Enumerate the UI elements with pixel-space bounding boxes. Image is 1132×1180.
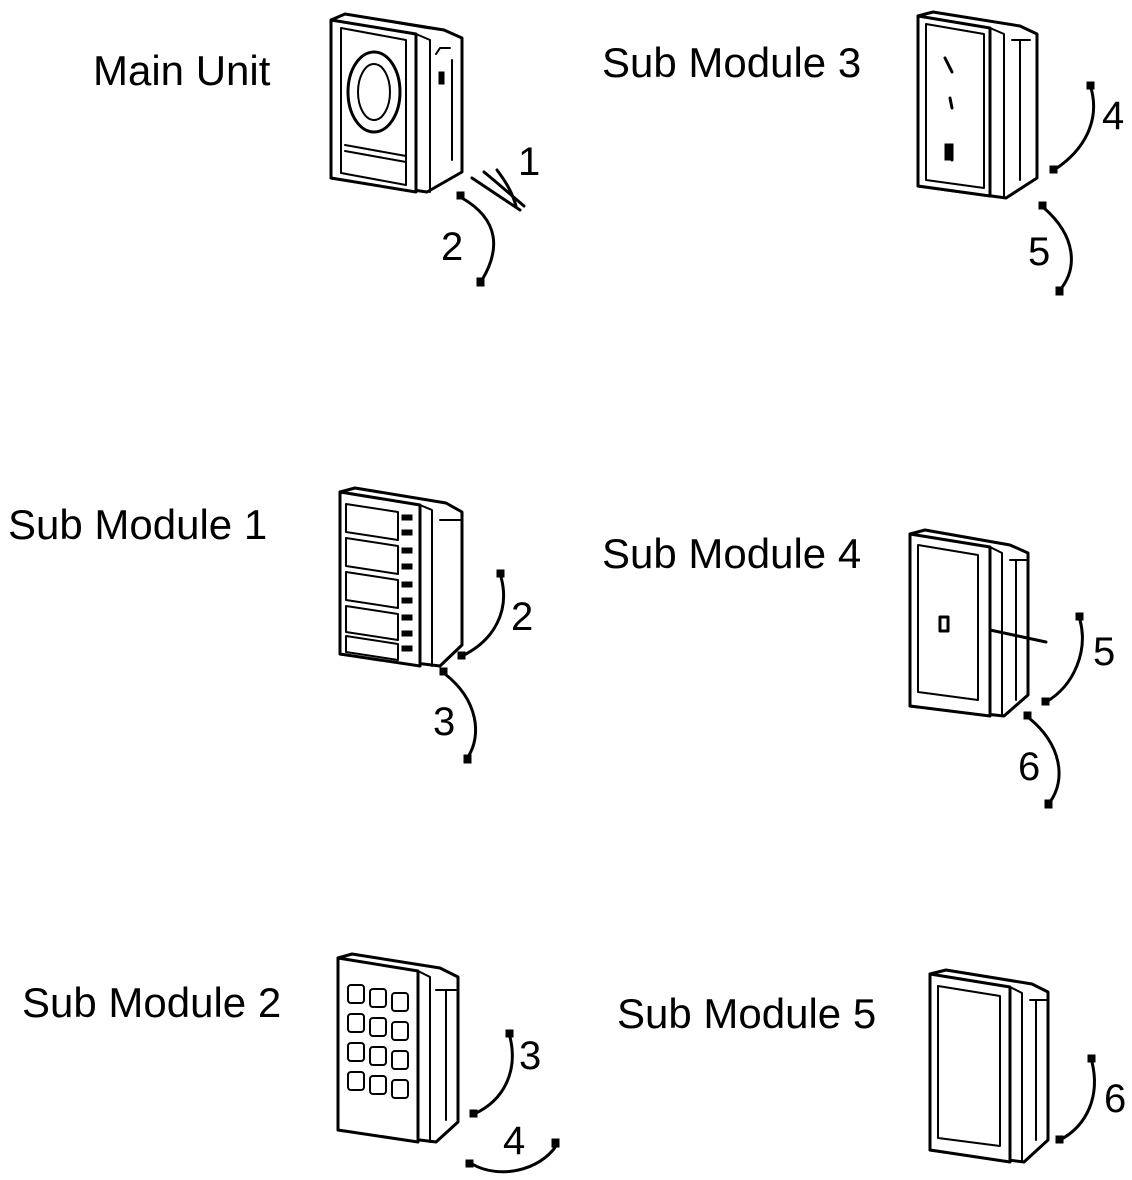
sub-module-2-label: Sub Module 2: [22, 979, 282, 1026]
cable-number-sub4-5: 5: [1093, 630, 1116, 674]
sub-module-3-module: [916, 10, 1096, 296]
main-unit-label: Main Unit: [93, 47, 271, 94]
cable-number-sub4-6: 6: [1018, 745, 1041, 789]
cable-number-main-1: 1: [518, 140, 541, 184]
cable-number-sub2-4: 4: [503, 1119, 526, 1163]
main-unit-module: [329, 12, 526, 287]
cable-number-sub1-2: 2: [511, 595, 534, 639]
cable-number-sub3-5: 5: [1028, 230, 1051, 274]
sub-module-3-label: Sub Module 3: [602, 39, 862, 86]
sub-module-5-label: Sub Module 5: [617, 990, 877, 1037]
cable-number-main-2: 2: [441, 225, 464, 269]
sub-module-1-module: [338, 486, 506, 764]
sub-module-4-label: Sub Module 4: [602, 530, 862, 577]
cable-number-sub5-6: 6: [1104, 1077, 1127, 1121]
cable-number-sub1-3: 3: [433, 700, 456, 744]
sub-module-2-module: [336, 952, 560, 1174]
sub-module-4-module: [908, 528, 1084, 809]
sub-module-5-module: [928, 968, 1096, 1164]
sub-module-1-label: Sub Module 1: [8, 501, 268, 548]
cable-number-sub2-3: 3: [519, 1034, 542, 1078]
cable-number-sub3-4: 4: [1102, 94, 1125, 138]
